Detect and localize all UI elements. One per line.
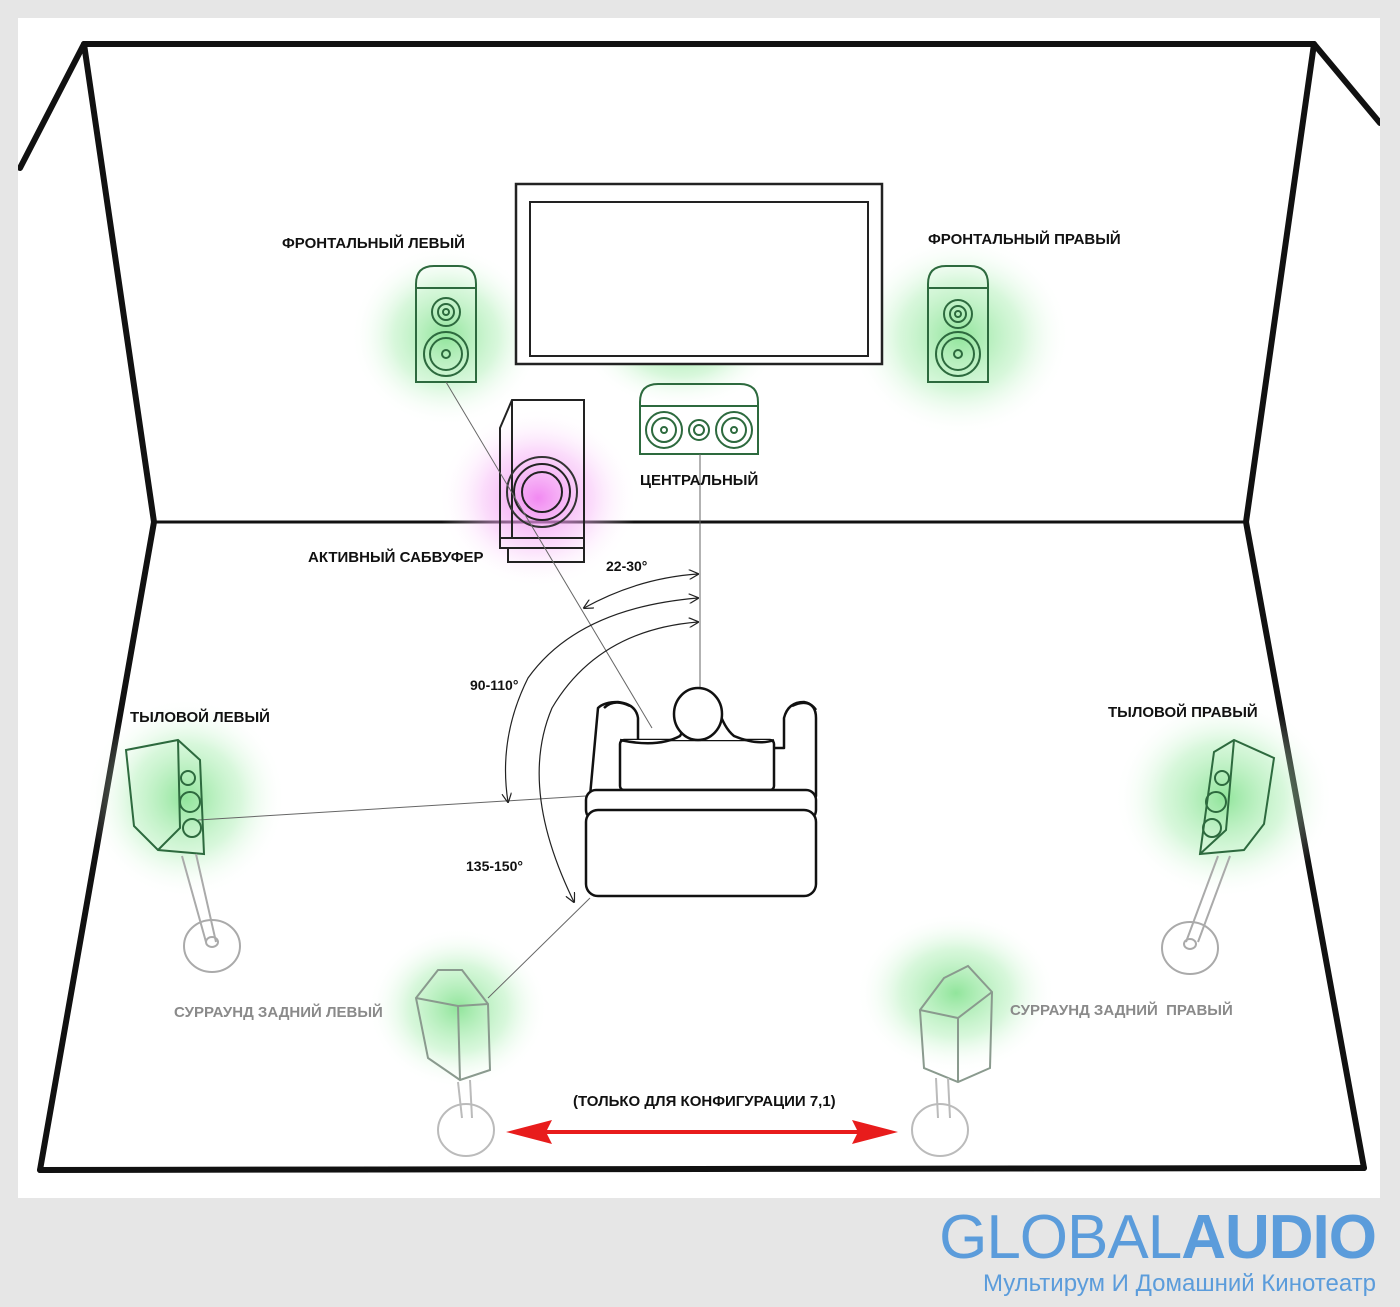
- angle-back-label: 135-150°: [466, 858, 523, 874]
- rear-left-label: ТЫЛОВОЙ ЛЕВЫЙ: [130, 708, 270, 726]
- brand-name-bold: AUDIO: [1181, 1203, 1377, 1272]
- front-left-label: ФРОНТАЛЬНЫЙ ЛЕВЫЙ: [282, 234, 465, 252]
- tv-screen: [514, 182, 884, 366]
- brand-name-light: GLOBAL: [939, 1203, 1182, 1272]
- front-right-speaker-icon: [927, 265, 989, 383]
- config-double-arrow: [506, 1120, 898, 1144]
- diagram-canvas: ФРОНТАЛЬНЫЙ ЛЕВЫЙ ФРОНТАЛЬНЫЙ ПРАВЫЙ ЦЕН…: [18, 18, 1380, 1198]
- angle-front-label: 22-30°: [606, 558, 647, 574]
- surround-back-left-label: СУРРАУНД ЗАДНИЙ ЛЕВЫЙ: [174, 1003, 383, 1021]
- front-right-label: ФРОНТАЛЬНЫЙ ПРАВЫЙ: [928, 230, 1121, 248]
- rear-left-stand-icon: [181, 853, 241, 973]
- rear-right-stand-icon: [1161, 855, 1231, 975]
- rear-right-speaker-icon: [1198, 738, 1276, 856]
- angle-arcs: [506, 574, 699, 902]
- center-speaker-icon: [639, 383, 759, 455]
- surround-back-left-speaker-icon: [414, 969, 492, 1082]
- rear-right-label: ТЫЛОВОЙ ПРАВЫЙ: [1108, 703, 1258, 721]
- subwoofer-label: АКТИВНЫЙ САБВУФЕР: [308, 548, 484, 566]
- brand-logo: GLOBALAUDIO Мультирум И Домашний Кинотеа…: [939, 1203, 1377, 1298]
- room-diagram: ФРОНТАЛЬНЫЙ ЛЕВЫЙ ФРОНТАЛЬНЫЙ ПРАВЫЙ ЦЕН…: [18, 41, 1380, 1173]
- surround-back-right-stand-icon: [911, 1077, 969, 1157]
- center-label: ЦЕНТРАЛЬНЫЙ: [640, 471, 758, 489]
- angle-side-label: 90-110°: [470, 677, 518, 693]
- rear-left-speaker-icon: [124, 738, 206, 856]
- surround-back-right-speaker-icon: [918, 964, 994, 1084]
- surround-back-right-label: СУРРАУНД ЗАДНИЙ ПРАВЫЙ: [1010, 1001, 1233, 1019]
- subwoofer-icon: [499, 399, 585, 563]
- surround-back-left-stand-icon: [437, 1079, 495, 1157]
- listener-couch-icon: [584, 686, 818, 898]
- front-left-speaker-icon: [415, 265, 477, 383]
- brand-name: GLOBALAUDIO: [939, 1203, 1377, 1272]
- config-note: (ТОЛЬКО ДЛЯ КОНФИГУРАЦИИ 7,1): [573, 1093, 836, 1110]
- brand-tagline: Мультирум И Домашний Кинотеатр: [982, 1270, 1376, 1297]
